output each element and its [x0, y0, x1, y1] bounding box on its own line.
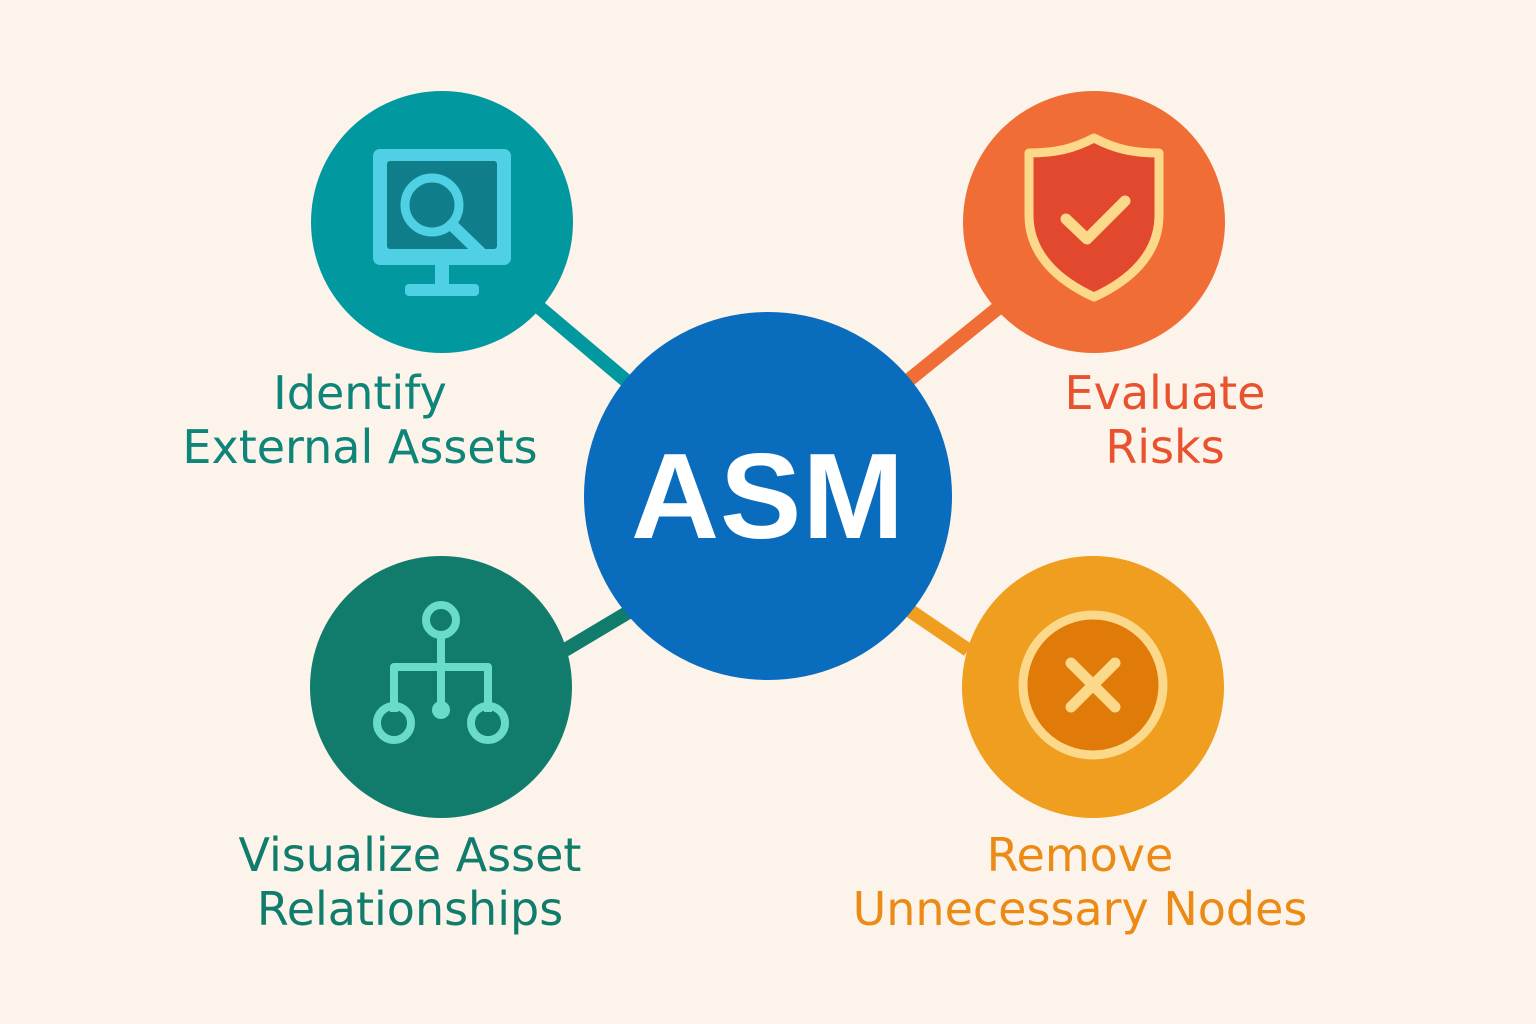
connector-identify	[535, 302, 635, 390]
remove-caption: Remove Unnecessary Nodes	[820, 828, 1340, 936]
visualize-caption: Visualize Asset Relationships	[200, 828, 620, 936]
identify-caption-line-1: Identify	[273, 366, 447, 420]
network-hierarchy-icon	[310, 556, 572, 818]
identify-caption-line-2: External Assets	[182, 420, 538, 474]
visualize-caption-line-2: Relationships	[256, 882, 564, 936]
circle-x-icon	[962, 556, 1224, 818]
remove-node	[962, 556, 1224, 818]
asm-hub: ASM	[584, 312, 952, 680]
connector-evaluate	[899, 302, 1003, 390]
identify-caption: Identify External Assets	[150, 366, 570, 474]
connector-remove	[902, 602, 972, 656]
monitor-search-icon	[311, 91, 573, 353]
visualize-caption-line-1: Visualize Asset	[238, 828, 582, 882]
remove-caption-line-2: Unnecessary Nodes	[852, 882, 1308, 936]
remove-caption-line-1: Remove	[986, 828, 1174, 882]
identify-node	[311, 91, 573, 353]
shield-check-icon	[963, 91, 1225, 353]
evaluate-node	[963, 91, 1225, 353]
evaluate-caption: Evaluate Risks	[1050, 366, 1280, 474]
evaluate-caption-line-2: Risks	[1105, 420, 1225, 474]
hub-label: ASM	[630, 428, 906, 564]
connector-visualize	[561, 603, 636, 657]
visualize-node	[310, 556, 572, 818]
evaluate-caption-line-1: Evaluate	[1064, 366, 1266, 420]
